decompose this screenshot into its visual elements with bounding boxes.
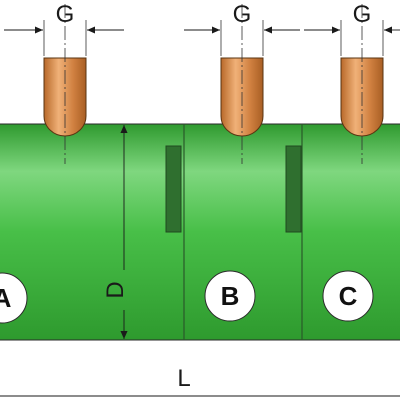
g-dimension-1: G xyxy=(4,1,124,56)
section-label-b: B xyxy=(221,281,240,311)
g-dimension-2: G xyxy=(184,1,300,56)
g-label-2: G xyxy=(233,1,252,28)
window-a xyxy=(165,145,182,233)
d-dimension: D xyxy=(102,125,129,339)
section-badge-a: A xyxy=(0,272,28,324)
section-label-c: C xyxy=(339,281,358,311)
section-badge-b: B xyxy=(204,270,256,322)
g-label-3: G xyxy=(353,1,372,28)
section-badge-c: C xyxy=(322,270,374,322)
window-b xyxy=(285,145,302,233)
g-label-1: G xyxy=(56,1,75,28)
l-label: L xyxy=(177,365,190,392)
section-label-a: A xyxy=(0,283,12,313)
g-dimension-3: G xyxy=(304,1,400,56)
d-label: D xyxy=(102,281,129,298)
l-dimension: L xyxy=(0,365,400,397)
